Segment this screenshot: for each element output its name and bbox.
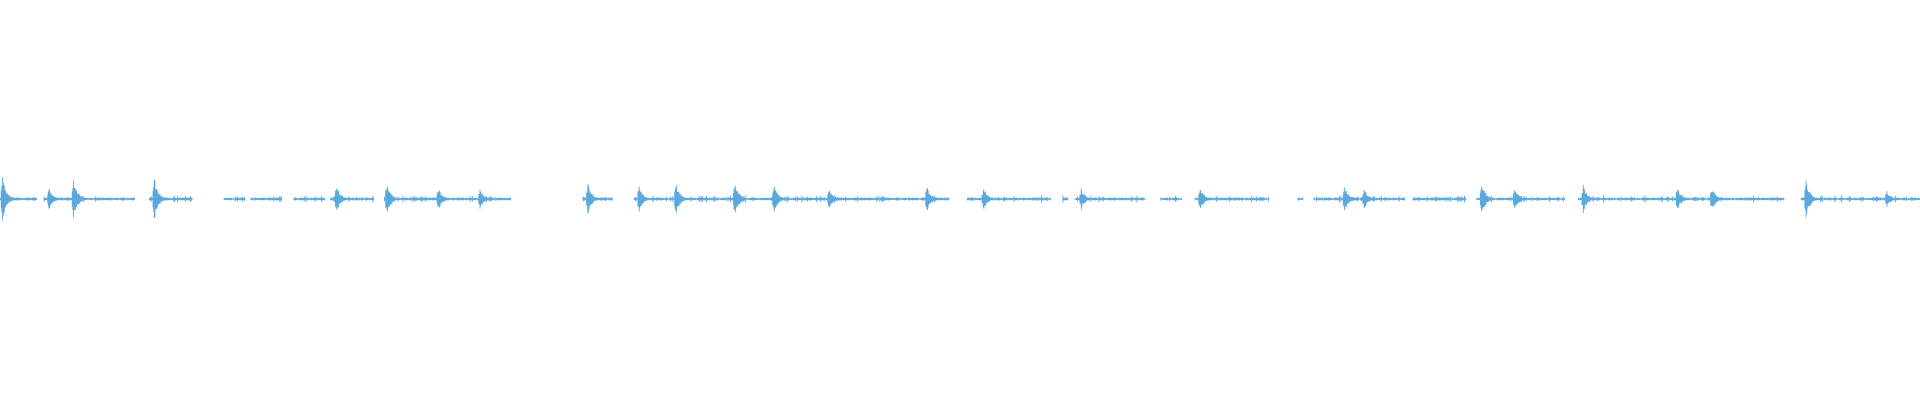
waveform-bars — [0, 177, 1920, 221]
